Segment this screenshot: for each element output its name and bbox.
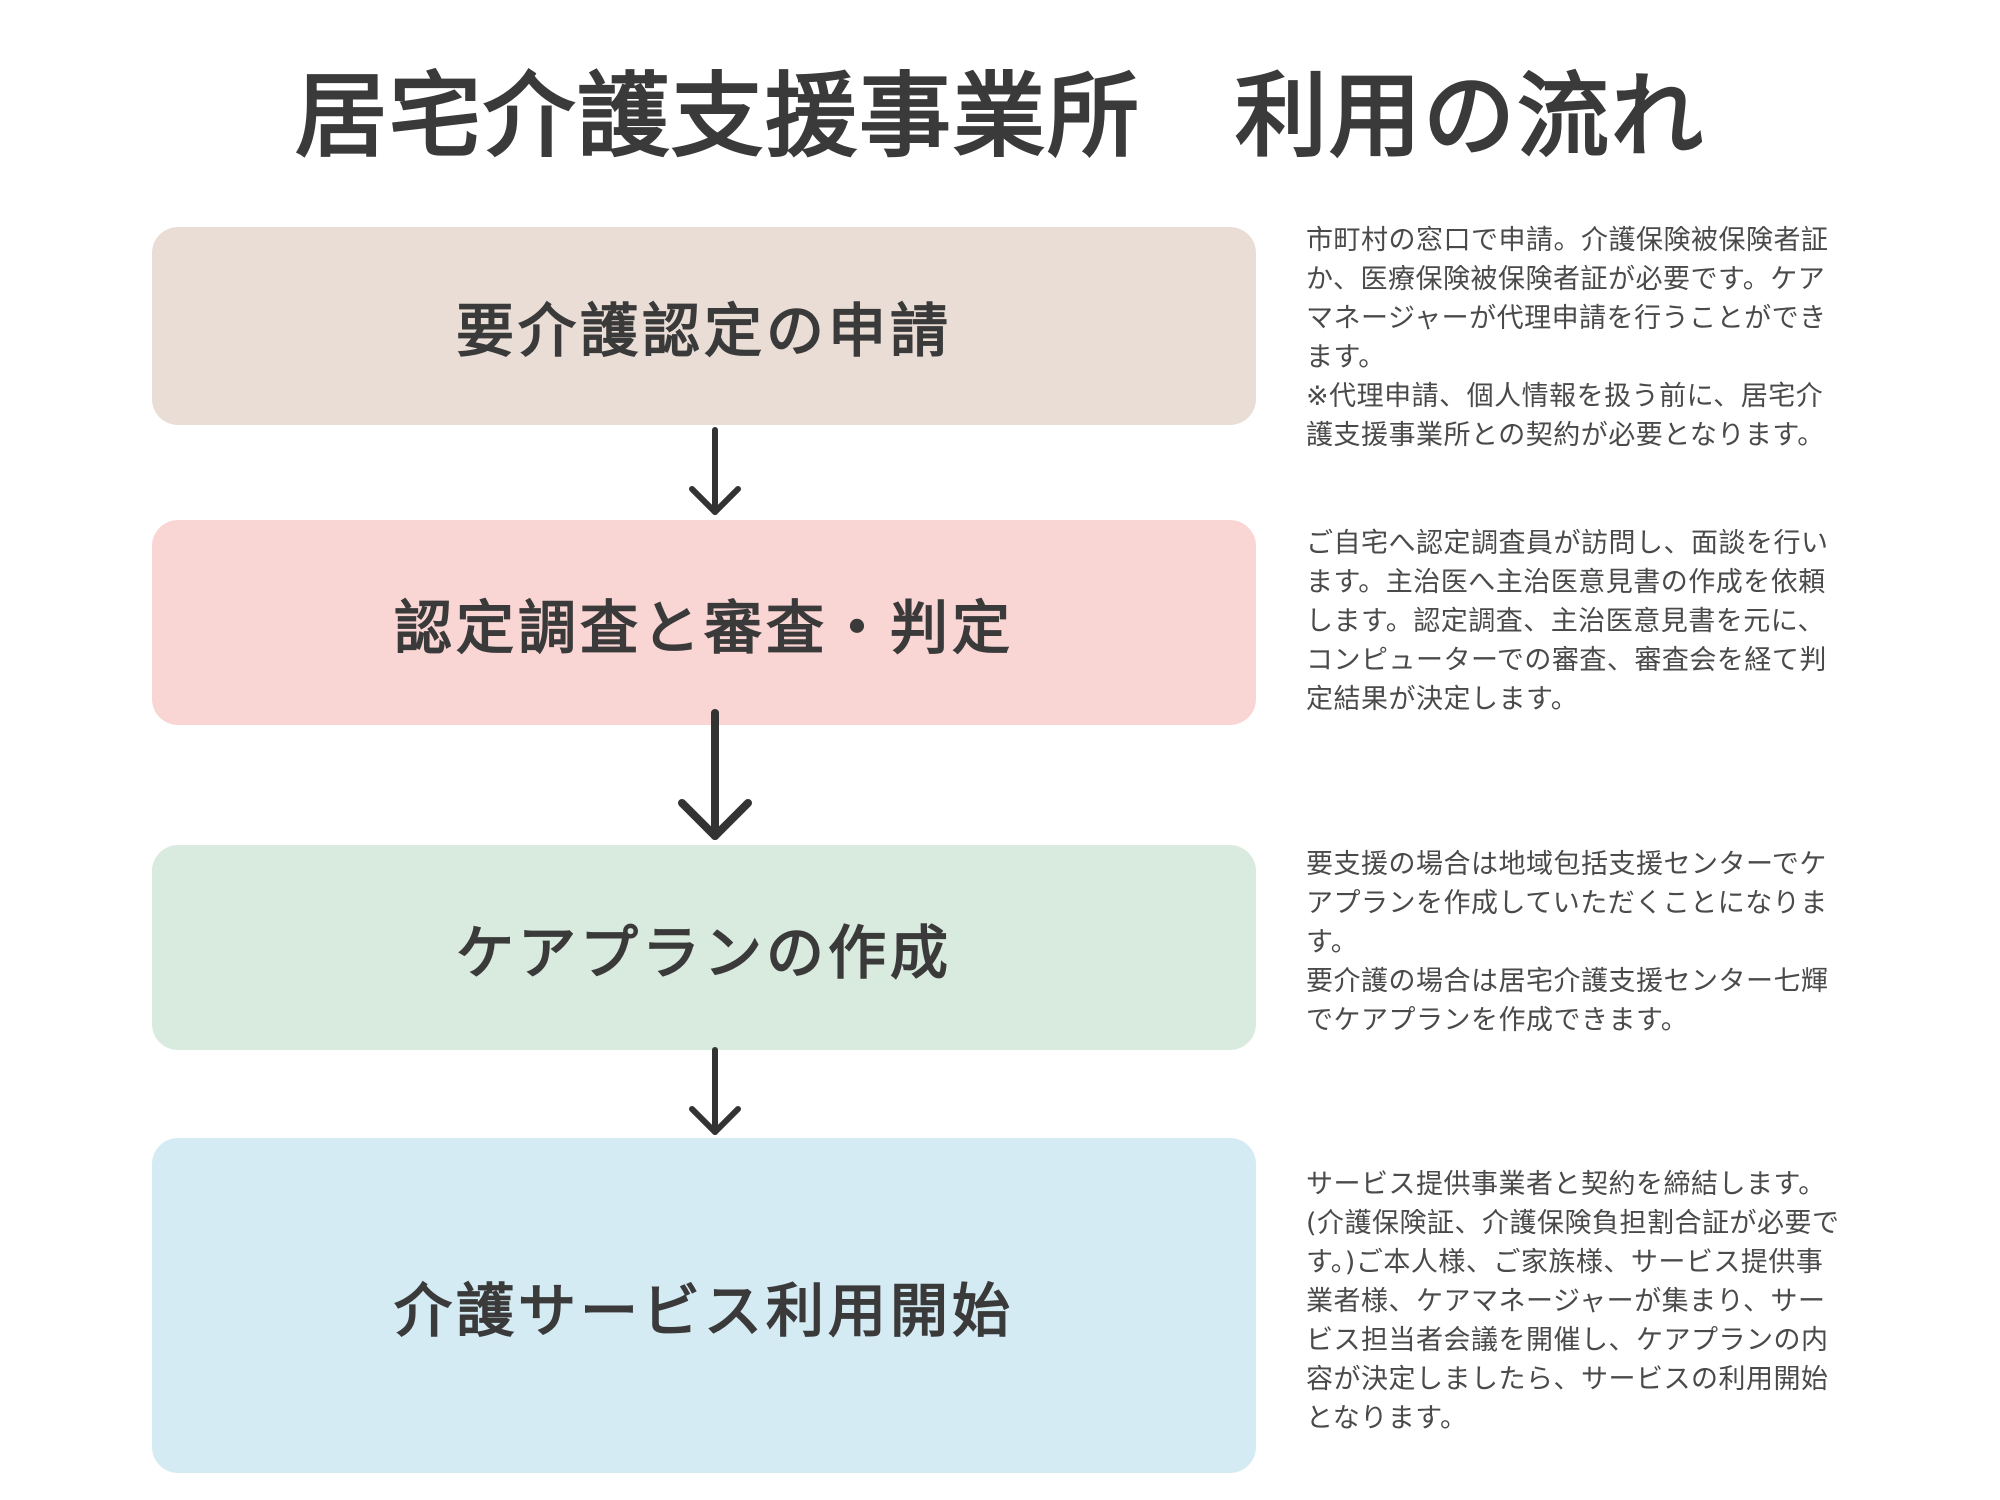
step-label: 認定調査と審査・判定 [393,593,1014,662]
step-box-care-plan: ケアプランの作成 [152,845,1256,1050]
step-description: 要支援の場合は地域包括支援センターでケ アプランを作成していただくことになりま … [1306,849,1829,1036]
step-description: ご自宅へ認定調査員が訪問し、面談を行い ます。主治医へ主治医意見書の作成を依頼 … [1306,528,1829,715]
step-description: サービス提供事業者と契約を締結します。 (介護保険証、介護保険負担割合証が必要で… [1306,1169,1840,1434]
step-description: 市町村の窓口で申請。介護保険被保険者証 か、医療保険被保険者証が必要です。ケア … [1306,225,1829,451]
step-box-application: 要介護認定の申請 [152,227,1256,425]
step-label: 要介護認定の申請 [455,297,952,365]
arrow-down-icon [689,1047,741,1135]
step-label: ケアプランの作成 [455,918,952,987]
page-title: 居宅介護支援事業所 利用の流れ [294,63,1705,170]
step-box-service-start: 介護サービス利用開始 [152,1138,1256,1473]
step-label: 介護サービス利用開始 [393,1276,1014,1345]
step-box-assessment: 認定調査と審査・判定 [152,520,1256,725]
arrow-down-icon [689,427,741,515]
arrow-down-icon [678,709,752,840]
